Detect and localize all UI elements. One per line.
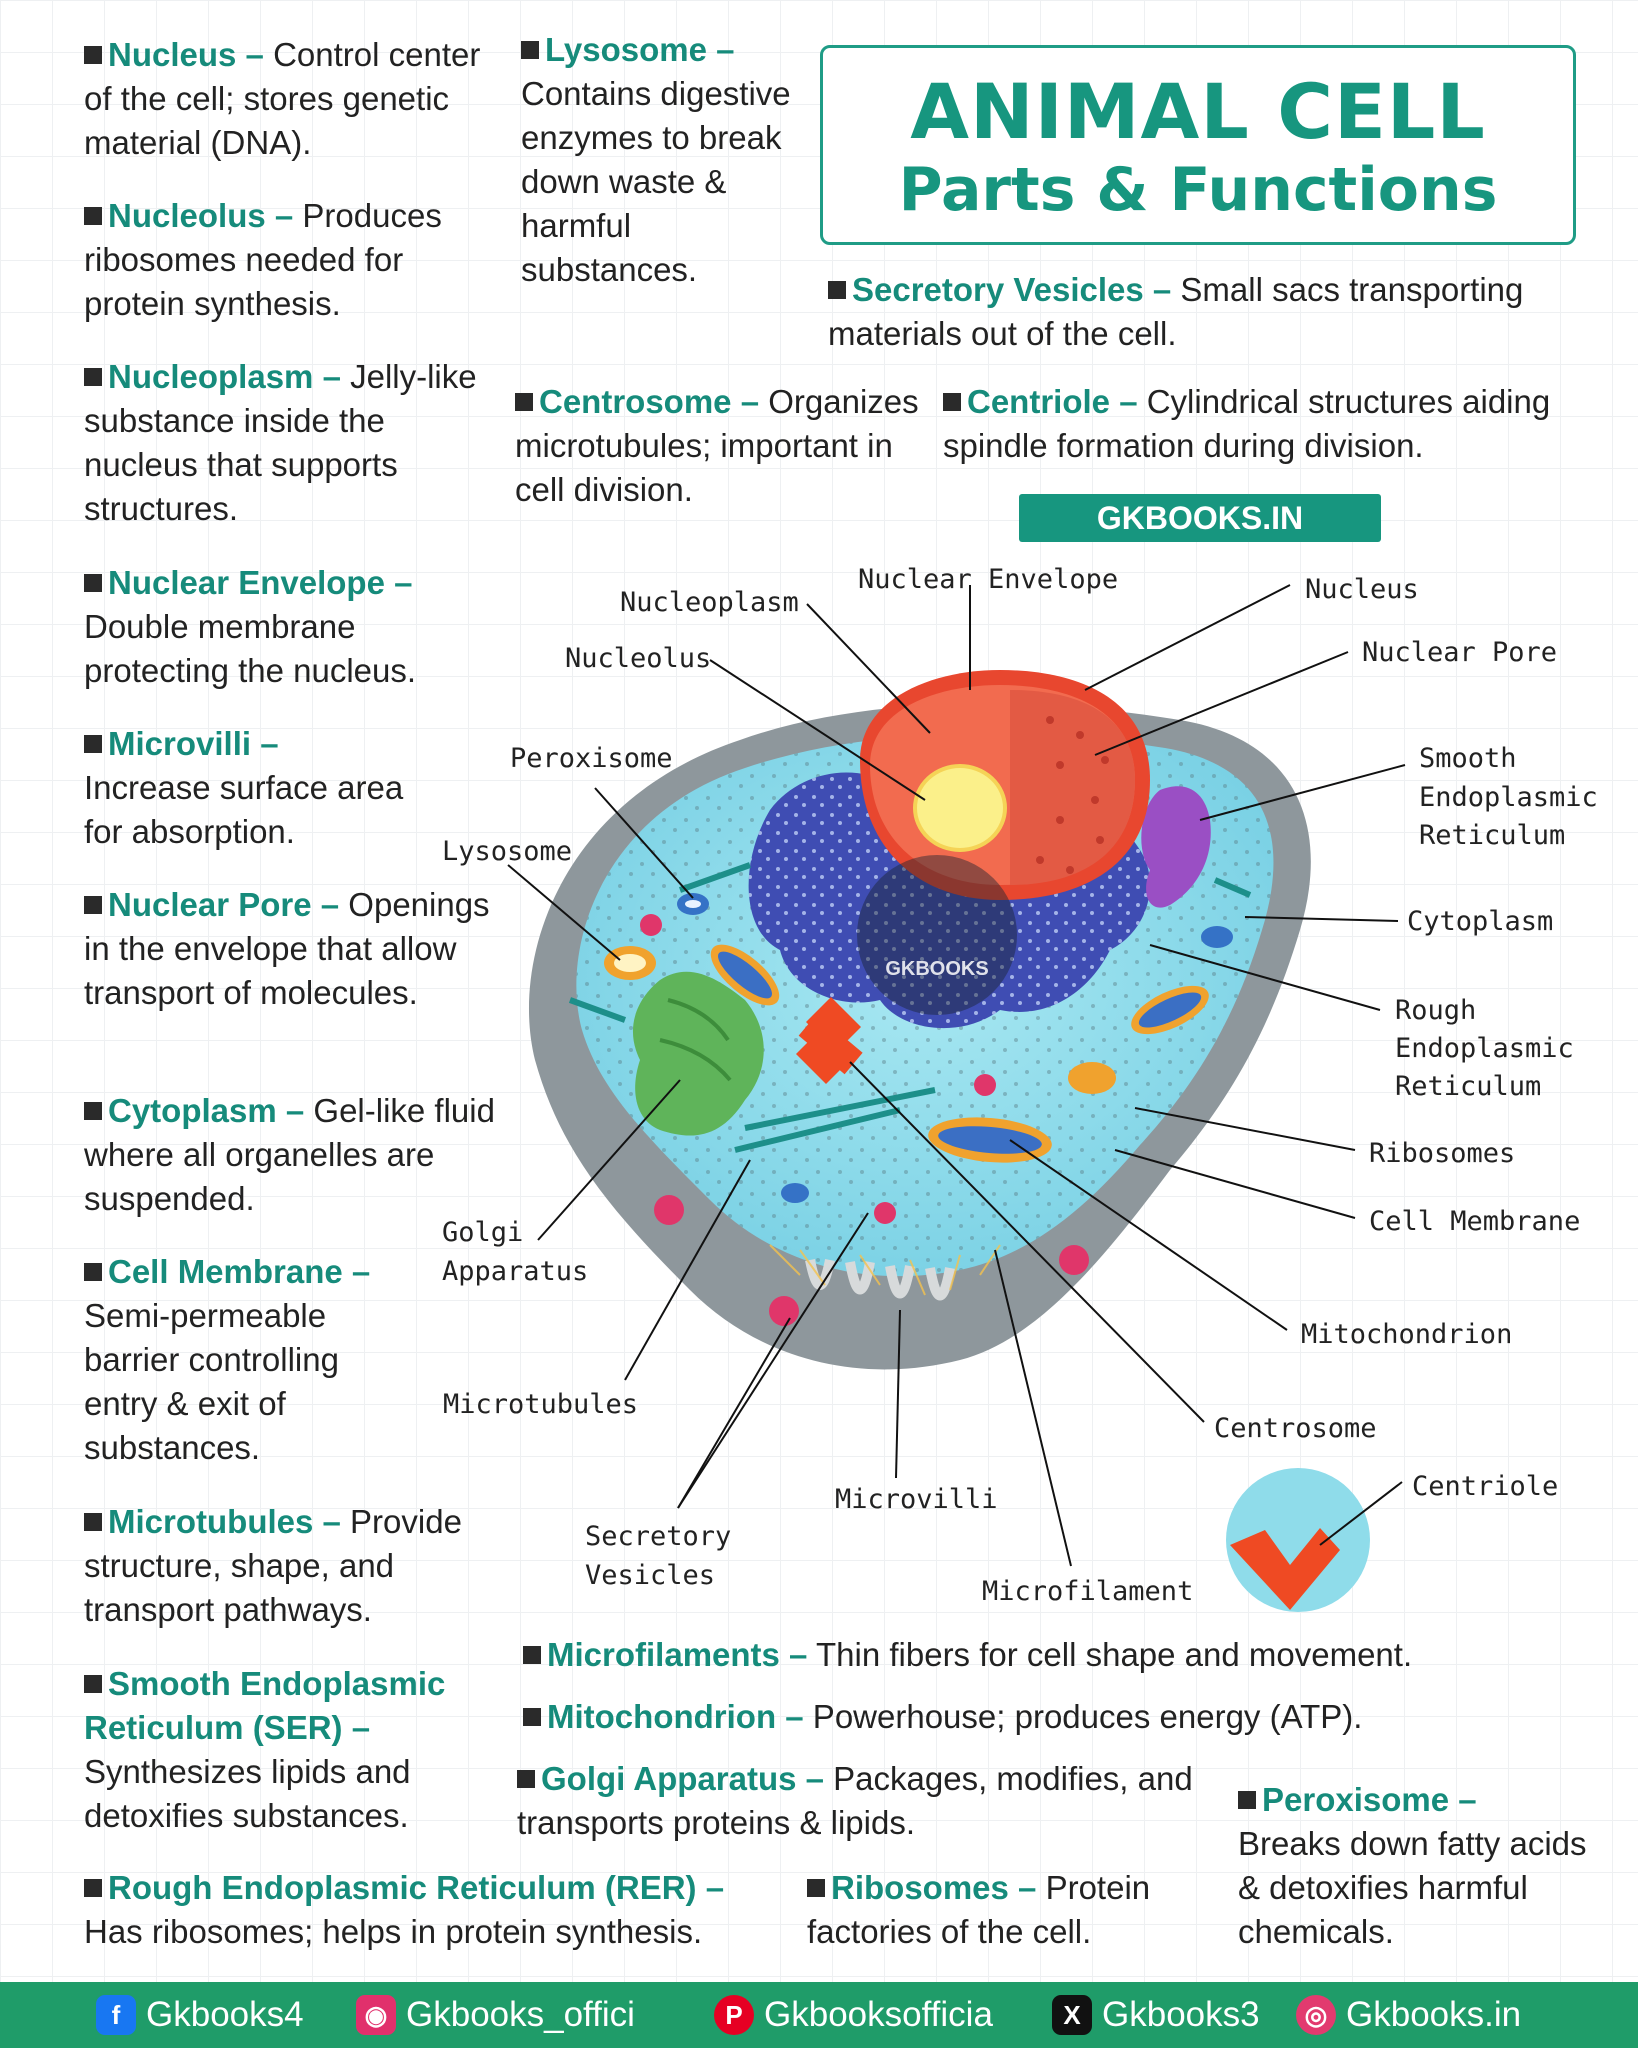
- title-line2: Parts & Functions: [898, 155, 1498, 225]
- bullet-square-icon: [84, 1263, 102, 1281]
- label-mitochondrion: Mitochondrion: [1301, 1319, 1512, 1350]
- label-ser-3: Reticulum: [1419, 820, 1565, 851]
- bullet-square-icon: [523, 1708, 541, 1726]
- label-nucleolus: Nucleolus: [565, 643, 711, 674]
- label-golgi-2: Apparatus: [442, 1256, 588, 1287]
- label-microvilli: Microvilli: [835, 1484, 998, 1515]
- footer-pinterest-text: Gkbooksofficia: [764, 1995, 993, 2034]
- x-icon: X: [1052, 1995, 1092, 2035]
- footer-x[interactable]: X Gkbooks3: [1052, 1982, 1260, 2048]
- footer-facebook[interactable]: f Gkbooks4: [96, 1982, 304, 2048]
- bullet-square-icon: [84, 735, 102, 753]
- footer-facebook-text: Gkbooks4: [146, 1995, 304, 2034]
- label-secretory-2: Vesicles: [585, 1560, 715, 1591]
- def-centriole: Centriole – Cylindrical structures aidin…: [943, 383, 1551, 464]
- instagram-icon: ◉: [356, 1995, 396, 2035]
- label-microtubules: Microtubules: [443, 1389, 638, 1420]
- def-secretory-vesicles: Secretory Vesicles – Small sacs transpor…: [828, 271, 1524, 352]
- label-ribosomes: Ribosomes: [1369, 1138, 1515, 1169]
- def-peroxisome: Peroxisome – Breaks down fatty acids & d…: [1238, 1781, 1587, 1950]
- bullet-square-icon: [84, 574, 102, 592]
- def-cytoplasm: Cytoplasm – Gel-like fluid where all org…: [84, 1092, 495, 1217]
- bullet-square-icon: [515, 393, 533, 411]
- microtubules: [568, 862, 1252, 1153]
- bullet-square-icon: [523, 1646, 541, 1664]
- globe-icon: ◎: [1296, 1995, 1336, 2035]
- def-nuclear-pore: Nuclear Pore – Openings in the envelope …: [84, 886, 490, 1011]
- footer-instagram-text: Gkbooks_offici: [406, 1995, 635, 2034]
- footer-bar: f Gkbooks4 ◉ Gkbooks_offici P Gkbooksoff…: [0, 1982, 1638, 2048]
- label-rer-2: Endoplasmic: [1395, 1033, 1574, 1064]
- label-rer-3: Reticulum: [1395, 1071, 1541, 1102]
- label-secretory-1: Secretory: [585, 1521, 731, 1552]
- def-rer: Rough Endoplasmic Reticulum (RER) – Has …: [84, 1869, 725, 1950]
- label-nuclear-pore: Nuclear Pore: [1362, 637, 1557, 668]
- footer-instagram[interactable]: ◉ Gkbooks_offici: [356, 1982, 635, 2048]
- site-badge[interactable]: GKBOOKS.IN: [1019, 494, 1381, 542]
- bullet-square-icon: [521, 41, 539, 59]
- watermark: GKBOOKS: [885, 958, 988, 980]
- def-golgi: Golgi Apparatus – Packages, modifies, an…: [517, 1760, 1193, 1841]
- bullet-square-icon: [807, 1879, 825, 1897]
- pinterest-icon: P: [714, 1995, 754, 2035]
- def-nucleolus: Nucleolus – Produces ribosomes needed fo…: [84, 197, 442, 322]
- footer-website-text: Gkbooks.in: [1346, 1995, 1522, 2034]
- footer-x-text: Gkbooks3: [1102, 1995, 1260, 2034]
- label-centriole: Centriole: [1412, 1471, 1558, 1502]
- leader-lines: [507, 584, 1406, 1567]
- smooth-er: [1141, 786, 1211, 908]
- secretory-vesicles: [640, 914, 1089, 1326]
- bullet-square-icon: [84, 1879, 102, 1897]
- nucleolus: [913, 764, 1007, 852]
- label-nuclear-envelope: Nuclear Envelope: [858, 564, 1118, 595]
- bullet-square-icon: [84, 896, 102, 914]
- label-rer-1: Rough: [1395, 995, 1476, 1026]
- def-centrosome: Centrosome – Organizes microtubules; imp…: [515, 383, 919, 508]
- def-microfilaments: Microfilaments – Thin fibers for cell sh…: [523, 1633, 1573, 1677]
- label-microfilament: Microfilament: [982, 1576, 1193, 1607]
- bullet-square-icon: [84, 1102, 102, 1120]
- def-nucleoplasm: Nucleoplasm – Jelly-like substance insid…: [84, 358, 477, 527]
- label-cytoplasm: Cytoplasm: [1407, 906, 1553, 937]
- label-cell-membrane: Cell Membrane: [1369, 1206, 1580, 1237]
- def-cell-membrane: Cell Membrane – Semi-permeable barrier c…: [84, 1253, 371, 1466]
- centriole-inset: [1226, 1468, 1370, 1612]
- nucleus: [860, 670, 1150, 900]
- def-microvilli: Microvilli – Increase surface area for a…: [84, 725, 404, 850]
- label-nucleus: Nucleus: [1305, 574, 1419, 605]
- def-nucleus: Nucleus – Control center of the cell; st…: [84, 36, 481, 161]
- bullet-square-icon: [84, 1675, 102, 1693]
- def-lysosome: Lysosome – Contains digestive enzymes to…: [521, 31, 791, 288]
- def-mitochondrion: Mitochondrion – Powerhouse; produces ene…: [523, 1695, 1523, 1739]
- def-nuclear-envelope: Nuclear Envelope – Double membrane prote…: [84, 564, 417, 689]
- title-line1: ANIMAL CELL: [910, 67, 1486, 156]
- def-microtubules: Microtubules – Provide structure, shape,…: [84, 1503, 462, 1628]
- label-ser-2: Endoplasmic: [1419, 782, 1598, 813]
- bullet-square-icon: [84, 368, 102, 386]
- label-peroxisome: Peroxisome: [510, 743, 673, 774]
- bullet-square-icon: [84, 1513, 102, 1531]
- label-centrosome: Centrosome: [1214, 1413, 1377, 1444]
- bullet-square-icon: [84, 207, 102, 225]
- label-ser-1: Smooth: [1419, 743, 1517, 774]
- bullet-square-icon: [517, 1770, 535, 1788]
- bullet-square-icon: [84, 46, 102, 64]
- title-box: ANIMAL CELL Parts & Functions: [820, 45, 1576, 245]
- def-ribosomes: Ribosomes – Protein factories of the cel…: [807, 1869, 1151, 1950]
- label-nucleoplasm: Nucleoplasm: [620, 587, 799, 618]
- bullet-square-icon: [943, 393, 961, 411]
- bullet-square-icon: [828, 281, 846, 299]
- footer-website[interactable]: ◎ Gkbooks.in: [1296, 1982, 1521, 2048]
- label-golgi-1: Golgi: [442, 1217, 523, 1248]
- label-lysosome: Lysosome: [442, 836, 572, 867]
- def-ser: Smooth Endoplasmic Reticulum (SER) – Syn…: [84, 1665, 446, 1834]
- mitochondria: [710, 944, 1209, 1163]
- footer-pinterest[interactable]: P Gkbooksofficia: [714, 1982, 993, 2048]
- facebook-icon: f: [96, 1995, 136, 2035]
- bullet-square-icon: [1238, 1791, 1256, 1809]
